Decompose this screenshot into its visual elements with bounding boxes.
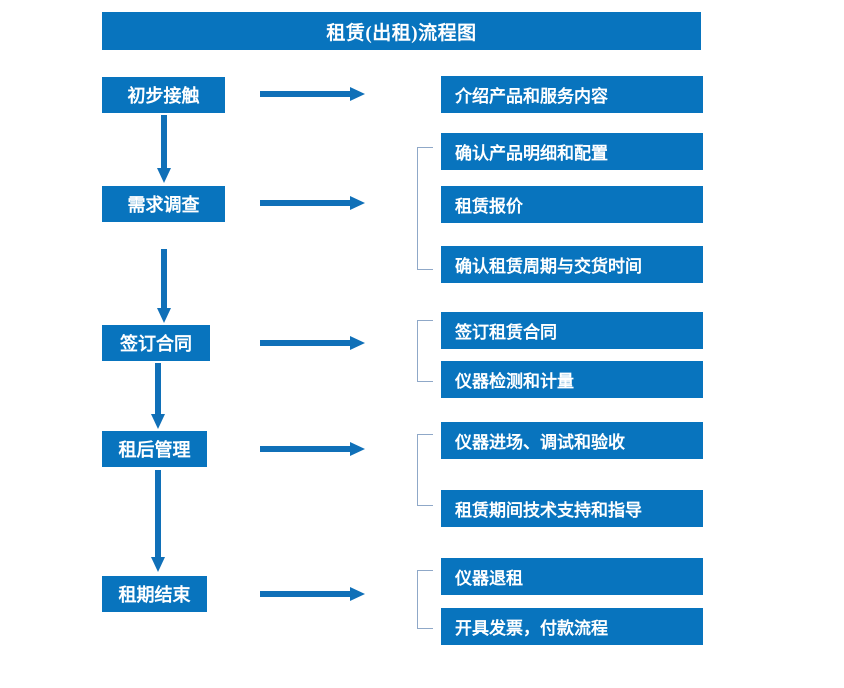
- detail-box-instrument-inspection[interactable]: 仪器检测和计量: [441, 361, 703, 398]
- flow-arrow-down-4: [151, 470, 165, 572]
- detail-box-invoice-payment[interactable]: 开具发票，付款流程: [441, 608, 703, 645]
- detail-box-confirm-product-details[interactable]: 确认产品明细和配置: [441, 133, 703, 170]
- detail-arrow-right-3: [260, 336, 365, 350]
- flow-arrow-down-2: [157, 249, 171, 323]
- detail-box-introduce-products[interactable]: 介绍产品和服务内容: [441, 76, 703, 113]
- stage-box-post-rental-management[interactable]: 租后管理: [102, 431, 207, 467]
- detail-box-sign-rental-contract[interactable]: 签订租赁合同: [441, 312, 703, 349]
- detail-box-instrument-entry-commissioning[interactable]: 仪器进场、调试和验收: [441, 422, 703, 459]
- flow-arrow-down-1: [157, 115, 171, 183]
- detail-arrow-right-5: [260, 587, 365, 601]
- page-title: 租赁(出租)流程图: [102, 12, 701, 50]
- stage-box-sign-contract[interactable]: 签订合同: [102, 325, 210, 361]
- group-bracket-demand-survey: [417, 147, 433, 270]
- stage-box-initial-contact[interactable]: 初步接触: [102, 77, 225, 113]
- detail-box-confirm-rental-period[interactable]: 确认租赁周期与交货时间: [441, 246, 703, 283]
- detail-arrow-right-4: [260, 442, 365, 456]
- flow-arrow-down-3: [151, 363, 165, 429]
- detail-arrow-right-2: [260, 196, 365, 210]
- group-bracket-post-rental: [417, 434, 433, 506]
- detail-box-technical-support[interactable]: 租赁期间技术支持和指导: [441, 490, 703, 527]
- group-bracket-sign-contract: [417, 320, 433, 382]
- group-bracket-rental-end: [417, 570, 433, 629]
- detail-box-rental-quotation[interactable]: 租赁报价: [441, 186, 703, 223]
- stage-box-rental-end[interactable]: 租期结束: [102, 576, 207, 612]
- detail-arrow-right-1: [260, 87, 365, 101]
- detail-box-instrument-return[interactable]: 仪器退租: [441, 558, 703, 595]
- stage-box-demand-survey[interactable]: 需求调查: [102, 186, 225, 222]
